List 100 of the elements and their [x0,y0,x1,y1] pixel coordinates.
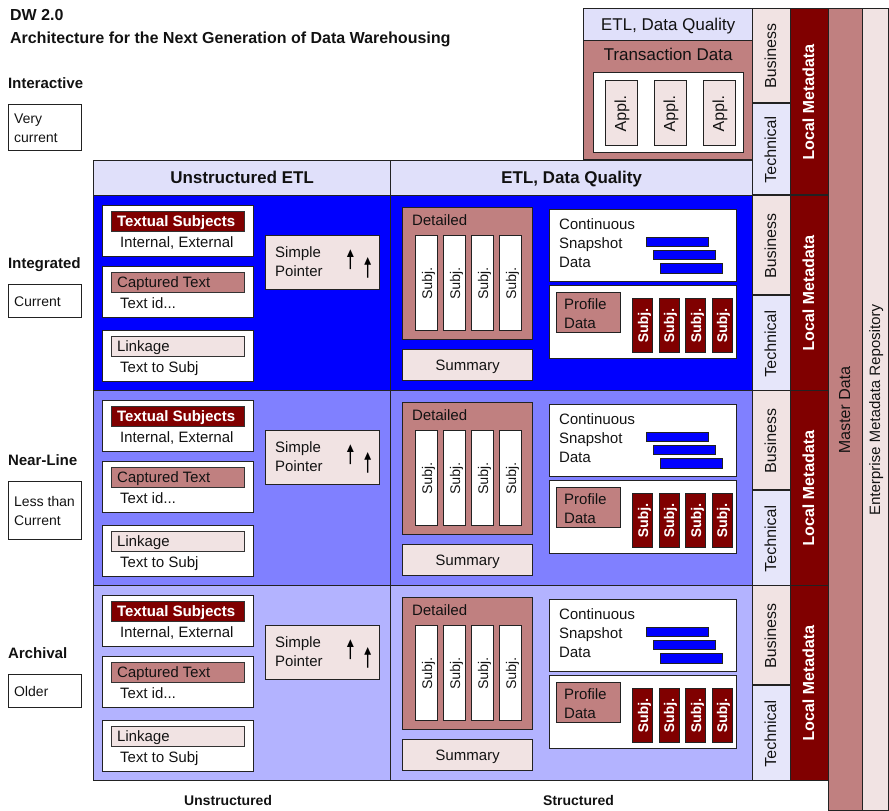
card-text: Text to Subj [120,749,198,766]
tier-box: Current [8,284,82,318]
summary-box: Summary [402,544,533,576]
snapshot-text: Continuous Snapshot Data [559,605,636,662]
data-card [102,330,254,382]
card-heading: Linkage [111,336,245,357]
subject-bar: Subj. [632,493,653,548]
subject-bar: Subj. [499,625,522,721]
subject-bar: Subj. [443,625,466,721]
business-metadata-band: Business [752,390,791,490]
subject-bar: Subj. [415,430,438,526]
subject-bar: Subj. [632,688,653,743]
structured-panel [390,390,753,586]
unstructured-panel [93,195,391,391]
application-box: Appl. [654,80,687,146]
snapshot-box [549,404,737,477]
diagram-subtitle: Architecture for the Next Generation of Data Warehousing [10,30,450,48]
card-text: Text id... [120,490,176,507]
business-metadata-band: Business [752,195,791,295]
subject-bar: Subj. [415,235,438,331]
column-header: Unstructured ETL [93,160,391,196]
structured-panel [390,195,753,391]
column-header: ETL, Data Quality [390,160,753,196]
pointer-box [265,625,380,680]
pointer-text: Simple Pointer [275,438,324,476]
business-metadata-band: Business [752,8,791,103]
card-heading: Captured Text [111,272,245,293]
card-text: Text to Subj [120,359,198,376]
unstructured-panel [93,585,391,781]
subject-bar: Subj. [658,493,680,548]
snapshot-text: Continuous Snapshot Data [559,215,636,272]
local-metadata-band: Local Metadata [790,8,829,195]
application-box: Appl. [703,80,736,146]
card-text: Internal, External [120,624,234,641]
panel-heading: Detailed [412,602,468,619]
subject-bar: Subj. [471,625,494,721]
subject-bar: Subj. [443,235,466,331]
subject-bar: Subj. [712,298,732,353]
card-text: Text to Subj [120,554,198,571]
tier-heading: Integrated [8,255,81,272]
profile-container [549,675,737,749]
data-card [102,400,254,452]
card-heading: Captured Text [111,467,245,488]
unstructured-panel [93,390,391,586]
profile-data-box: Profile Data [556,292,621,333]
detailed-panel [402,207,533,340]
data-card [102,595,254,647]
subject-bar: Subj. [685,688,706,743]
pointer-box [265,235,380,290]
profile-container [549,480,737,554]
master-data-column: Master Data [828,8,863,811]
panel-heading: Detailed [412,407,468,424]
data-card [102,656,254,708]
profile-data-box: Profile Data [556,682,621,723]
structured-panel [390,585,753,781]
pointer-text: Simple Pointer [275,243,324,281]
card-heading: Captured Text [111,662,245,683]
repository-column: Enterprise Metadata Repository [862,8,889,811]
snapshot-text: Continuous Snapshot Data [559,410,636,467]
card-text: Text id... [120,295,176,312]
local-metadata-band: Local Metadata [790,390,829,586]
diagram-title: DW 2.0 [10,7,64,25]
summary-box: Summary [402,349,533,381]
subject-bar: Subj. [632,298,653,353]
data-card [102,205,254,257]
card-heading: Textual Subjects [111,211,245,232]
subject-bar: Subj. [499,430,522,526]
subject-bar: Subj. [658,688,680,743]
subject-bar: Subj. [415,625,438,721]
card-heading: Textual Subjects [111,601,245,622]
snapshot-box [549,599,737,672]
profile-data-box: Profile Data [556,487,621,528]
subject-bar: Subj. [471,430,494,526]
panel-heading: Detailed [412,212,468,229]
summary-box: Summary [402,739,533,771]
pointer-text: Simple Pointer [275,633,324,671]
subject-bar: Subj. [443,430,466,526]
subject-bar: Subj. [658,298,680,353]
detailed-panel [402,402,533,535]
tier-heading: Near-Line [8,452,78,469]
tier-box: Older [8,674,82,708]
card-heading: Textual Subjects [111,406,245,427]
data-card [102,525,254,577]
technical-metadata-band: Technical [752,685,791,781]
card-text: Text id... [120,685,176,702]
data-card [102,461,254,513]
application-container [593,72,744,153]
subject-bar: Subj. [685,298,706,353]
technical-metadata-band: Technical [752,295,791,391]
pointer-box [265,430,380,485]
tier-box: Less than Current [8,481,82,540]
local-metadata-band: Local Metadata [790,195,829,391]
data-card [102,266,254,318]
tier-heading: Archival [8,645,68,662]
transaction-data-panel [583,40,753,160]
tier-heading: Interactive [8,75,84,92]
axis-label: Unstructured [184,792,272,808]
card-text: Internal, External [120,429,234,446]
profile-container [549,285,737,359]
detailed-panel [402,597,533,730]
